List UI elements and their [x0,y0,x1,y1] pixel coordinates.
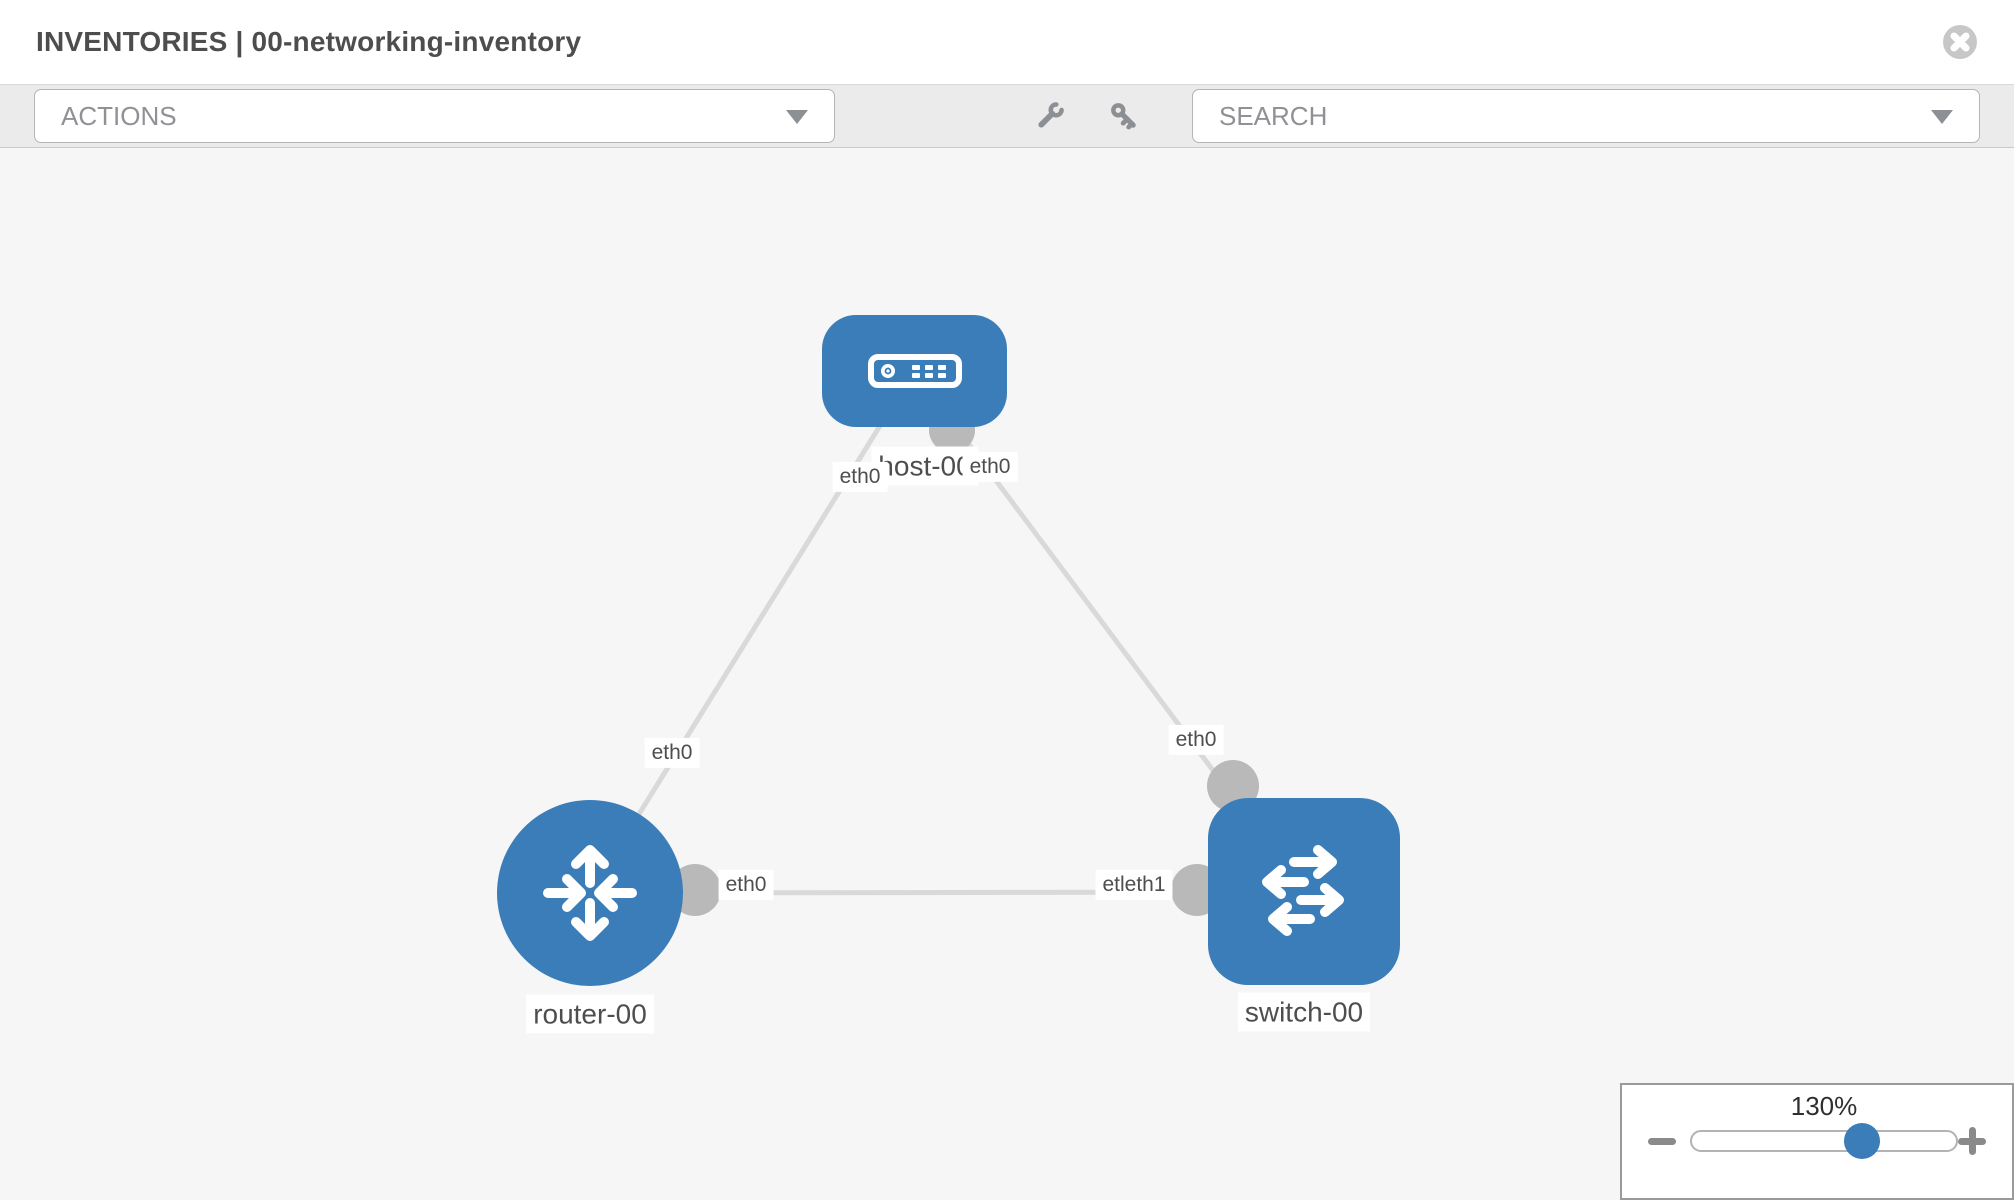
router-arrows-icon [543,845,637,941]
zoom-level-readout: 130% [1790,1091,1858,1121]
key-icon [1111,103,1136,130]
close-button[interactable] [1942,24,1978,60]
toolbar-tools [1032,98,1142,134]
chevron-down-icon [1931,110,1953,124]
switch-arrows-icon [1262,844,1344,936]
zoom-in-button plus-icon[interactable] [1958,1127,1986,1155]
toolbar: ACTIONS SEARCH [0,84,2014,148]
wrench-icon [1038,102,1064,128]
close-circle-icon [1943,25,1977,59]
header: INVENTORIES | 00-networking-inventory [0,0,2014,84]
actions-dropdown[interactable]: ACTIONS [34,89,835,143]
search-dropdown-value: SEARCH [1219,100,1328,131]
node-label-host: host-00 [871,446,979,486]
credentials-button[interactable] [1106,98,1142,134]
node-host-00[interactable] [822,315,1007,427]
iface-label-router-to-host: eth0 [644,737,700,769]
zoom-slider-track[interactable] [1690,1130,1958,1152]
iface-label-switch-to-router: etleth1 [1095,869,1173,901]
iface-label-router-to-switch: eth0 [718,869,774,901]
node-router-00[interactable] [497,800,683,986]
page-title: INVENTORIES | 00-networking-inventory [36,26,582,57]
zoom-panel: 130% [1620,1083,2014,1200]
iface-label-host-to-switch: eth0 [962,451,1018,483]
zoom-out-button minus-icon[interactable] [1648,1138,1676,1145]
link-host-router[interactable] [587,369,917,895]
search-dropdown[interactable]: SEARCH [1192,89,1980,143]
iface-label-host-to-router: eth0 [832,461,888,493]
node-label-switch: switch-00 [1237,992,1371,1032]
configure-button[interactable] [1032,98,1068,134]
actions-dropdown-value: ACTIONS [61,100,177,131]
node-switch-00[interactable] [1208,798,1400,985]
zoom-slider-thumb[interactable] [1844,1123,1880,1159]
iface-label-switch-to-host: eth0 [1168,724,1224,756]
topology-links-layer [587,369,1307,916]
topology-canvas[interactable]: host-00 router-00 switch-00 eth0 eth0 et… [0,148,2014,1200]
chevron-down-icon [786,110,808,124]
server-icon [867,354,962,388]
node-label-router: router-00 [526,994,654,1034]
